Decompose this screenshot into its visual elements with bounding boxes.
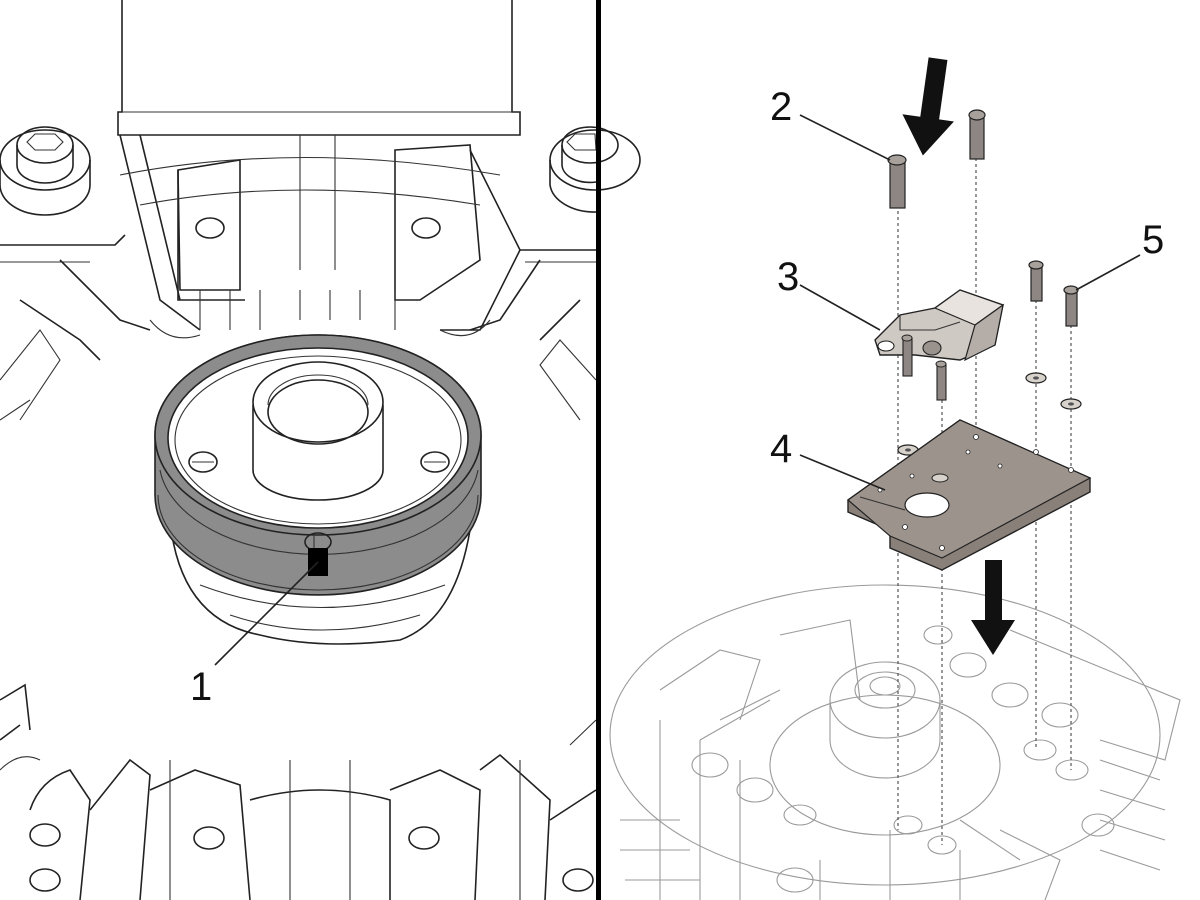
mounting-plate xyxy=(847,419,1092,571)
callout-4: 4 xyxy=(770,427,792,471)
right-panel: 2 3 4 5 xyxy=(609,57,1181,900)
callout-2: 2 xyxy=(770,85,792,129)
lower-fins xyxy=(0,683,597,900)
left-bolt-head xyxy=(0,126,91,216)
insert-arrow-bottom xyxy=(971,560,1015,655)
sensor-bracket xyxy=(874,289,1005,401)
leader-line-5 xyxy=(1075,254,1141,291)
washers xyxy=(897,372,1082,456)
upper-fins xyxy=(0,134,597,421)
leader-line-4 xyxy=(799,454,886,491)
screw-2b xyxy=(968,109,986,160)
leader-line-3 xyxy=(799,284,881,331)
screw-2a xyxy=(887,154,907,209)
panel-divider xyxy=(596,0,601,900)
callout-5: 5 xyxy=(1142,218,1164,262)
callout-3: 3 xyxy=(777,255,799,299)
leader-line-2 xyxy=(799,114,891,161)
callout-1: 1 xyxy=(190,665,212,709)
base-housing-faded xyxy=(609,584,1181,900)
screw-5a xyxy=(1028,260,1044,302)
right-bolt-head xyxy=(549,126,641,213)
seal-ring-assembly xyxy=(154,334,482,645)
screw-5b xyxy=(1063,285,1079,327)
leader-line-1 xyxy=(214,561,319,666)
left-panel: 1 xyxy=(0,0,641,900)
insert-arrow-top xyxy=(902,57,954,156)
